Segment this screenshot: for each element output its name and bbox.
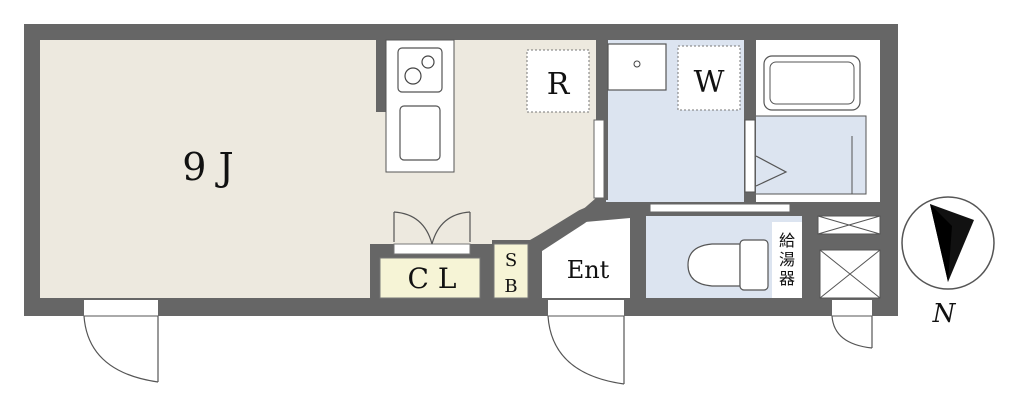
- entrance-door: [547, 300, 625, 385]
- north-label: N: [932, 299, 957, 329]
- water-heater-char-2: 湯: [779, 250, 795, 269]
- water-heater: [772, 222, 802, 298]
- closet-label: C L: [408, 262, 457, 295]
- main-room-label: 9 J: [182, 145, 234, 189]
- sink-icon: [399, 105, 441, 161]
- entrance-label: Ent: [567, 256, 610, 284]
- washer-label: W: [694, 65, 725, 100]
- toilet-icon: [687, 239, 769, 291]
- water-heater-char-1: 給: [779, 231, 795, 250]
- kitchen-counter: [385, 39, 455, 173]
- closet-doors: [393, 211, 471, 245]
- stove-icon: [397, 47, 443, 93]
- washer-space: [677, 45, 741, 111]
- shoe-box: [493, 243, 529, 299]
- balcony-door: [83, 300, 159, 383]
- shoe-box-label-bottom: B: [504, 276, 517, 297]
- washroom-sliding-door: [593, 119, 605, 199]
- bath-door: [744, 119, 756, 193]
- toilet-sliding-door: [649, 203, 791, 213]
- main-room-floor: [40, 40, 596, 298]
- closet: [379, 257, 481, 299]
- compass: N: [901, 196, 995, 329]
- shoe-box-label-top: S: [505, 250, 517, 271]
- bathtub-icon: [763, 55, 861, 111]
- meter-box-door: [831, 300, 873, 349]
- refrigerator-label: R: [547, 67, 571, 102]
- water-heater-char-3: 器: [779, 269, 795, 288]
- refrigerator-space: [526, 49, 590, 113]
- entrance-floor: [540, 218, 630, 298]
